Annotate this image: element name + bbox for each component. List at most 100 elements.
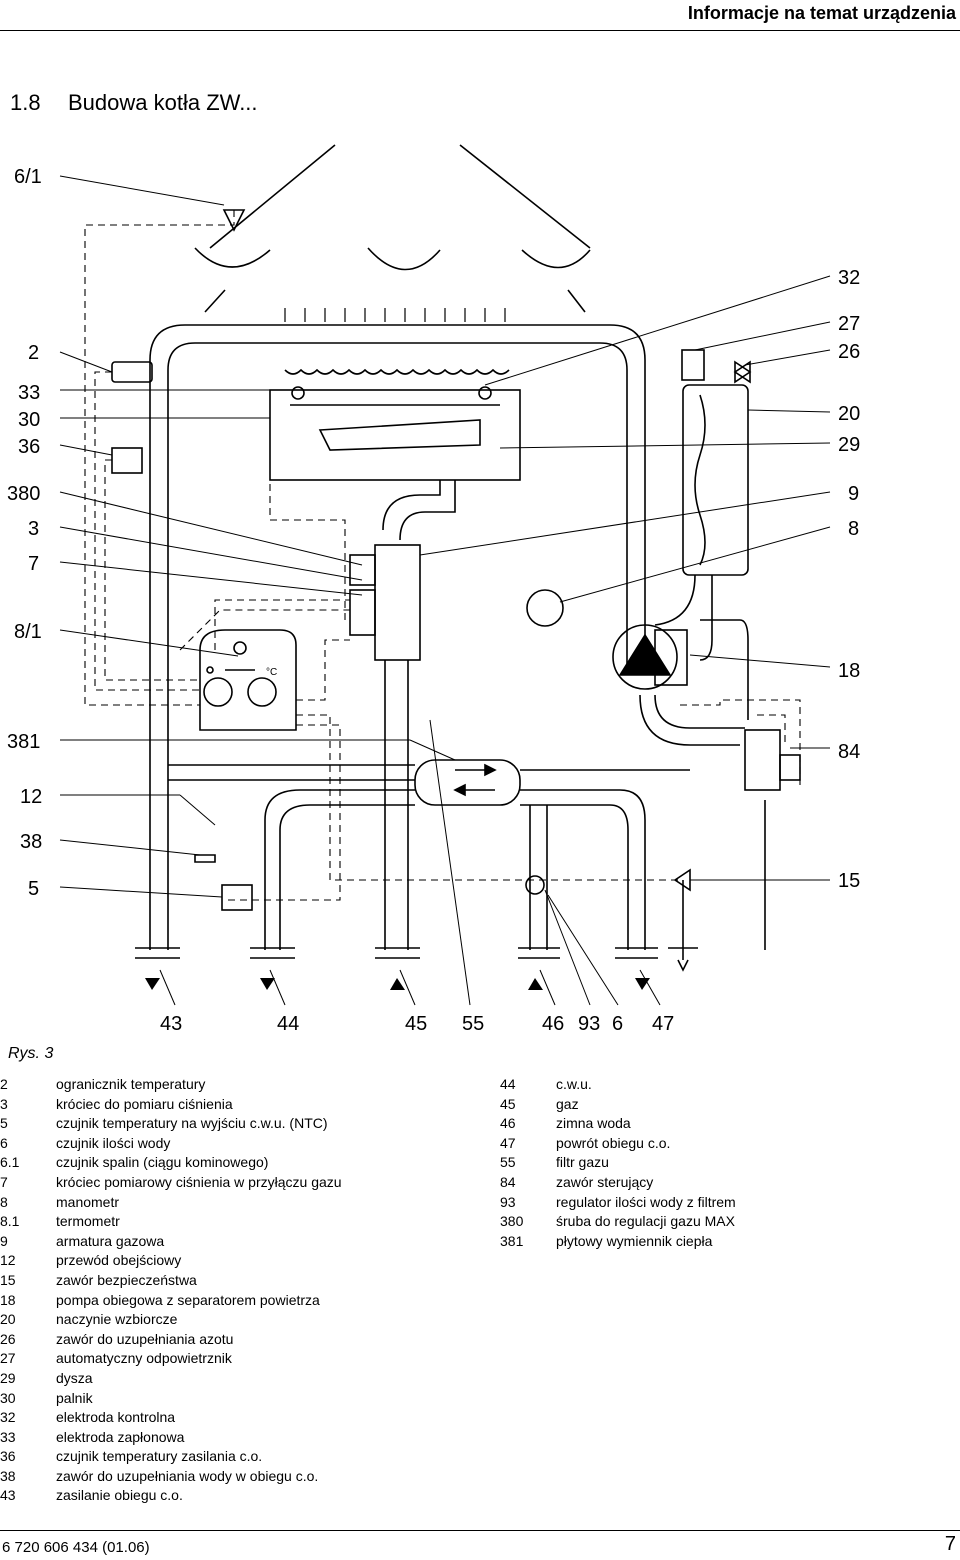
legend-code: 47 xyxy=(500,1134,516,1151)
legend-code: 18 xyxy=(0,1291,16,1308)
legend-row: 26 zawór do uzupełniania azotu xyxy=(0,1330,342,1350)
legend-code: 7 xyxy=(0,1173,8,1190)
legend-row: 7 króciec pomiarowy ciśnienia w przyłączu… xyxy=(0,1173,342,1193)
legend-code: 9 xyxy=(0,1232,8,1249)
leader-lines xyxy=(59,175,831,1006)
legend-text: przewód obejściowy xyxy=(56,1252,182,1269)
pump-18 xyxy=(612,624,678,690)
wiring xyxy=(84,210,801,901)
legend-text: króciec do pomiaru ciśnienia xyxy=(56,1095,233,1112)
doc-number: 6 720 606 434 (01.06) xyxy=(2,1539,150,1556)
legend-text: płytowy wymiennik ciepła xyxy=(556,1232,713,1249)
section-number: 1.8 xyxy=(10,90,41,115)
callout-9: 9 xyxy=(848,483,859,505)
callout-8: 8 xyxy=(848,518,859,540)
legend-code: 26 xyxy=(0,1330,16,1347)
burner-bar xyxy=(318,419,481,451)
legend-code: 36 xyxy=(0,1448,16,1465)
flow-sensor-36 xyxy=(111,447,143,474)
legend-code: 44 xyxy=(500,1076,516,1092)
nitrogen-valve-26 xyxy=(733,360,752,384)
legend-code: 3 xyxy=(0,1095,8,1112)
control-valve-84 xyxy=(744,729,781,791)
callout-3: 3 xyxy=(28,518,39,540)
figure-caption: Rys. 3 xyxy=(8,1045,54,1062)
legend-code: 12 xyxy=(0,1252,16,1269)
flue-hood-left xyxy=(194,247,271,268)
plate-heat-exchanger-381 xyxy=(414,759,521,806)
flue-hood-center xyxy=(367,247,441,271)
legend-text: zawór do uzupełniania azotu xyxy=(56,1330,234,1347)
legend-text: zimna woda xyxy=(556,1115,631,1132)
legend-text: gaz xyxy=(556,1095,579,1112)
page-number: 7 xyxy=(944,1533,956,1555)
legend-text: filtr gazu xyxy=(556,1154,609,1171)
legend-text: elektroda zapłonowa xyxy=(56,1428,185,1445)
legend-code: 20 xyxy=(0,1311,16,1328)
legend-code: 55 xyxy=(500,1154,516,1171)
legend-code: 27 xyxy=(0,1350,16,1367)
panel-unit-label: °C xyxy=(266,667,277,678)
callout-20: 20 xyxy=(838,403,860,425)
legend-text: czujnik ilości wody xyxy=(56,1134,171,1151)
legend-code: 8.1 xyxy=(0,1213,20,1230)
callout-93: 93 xyxy=(578,1013,600,1035)
burner xyxy=(269,389,521,481)
section-title: Budowa kotła ZW... xyxy=(68,90,258,115)
legend-row: 3 króciec do pomiaru ciśnienia xyxy=(0,1095,342,1115)
callout-45: 45 xyxy=(405,1013,427,1035)
legend-text: króciec pomiarowy ciśnienia w przyłączu … xyxy=(56,1173,342,1190)
callout-15: 15 xyxy=(838,870,860,892)
temp-limiter-2 xyxy=(111,361,153,383)
callout-32: 32 xyxy=(838,267,860,289)
legend-text: zawór sterujący xyxy=(556,1173,654,1190)
flue-hood-right xyxy=(521,249,591,269)
legend-row: 44 c.w.u. xyxy=(500,1075,736,1095)
callout-30: 30 xyxy=(18,409,40,431)
legend-text: dysza xyxy=(56,1369,93,1386)
callout-5: 5 xyxy=(28,878,39,900)
legend-code: 93 xyxy=(500,1193,516,1210)
electrode-33 xyxy=(291,386,305,400)
callout-380: 380 xyxy=(7,483,40,505)
legend-text: regulator ilości wody z filtrem xyxy=(556,1193,736,1210)
legend-text: c.w.u. xyxy=(556,1076,592,1092)
legend-text: zawór bezpieczeństwa xyxy=(56,1271,197,1288)
legend-code: 32 xyxy=(0,1409,16,1426)
callout-6-1: 6/1 xyxy=(14,166,42,188)
legend-row: 8.1 termometr xyxy=(0,1212,342,1232)
fill-valve-38 xyxy=(194,854,216,863)
callout-6: 6 xyxy=(612,1013,623,1035)
legend-code: 30 xyxy=(0,1389,16,1406)
callout-18: 18 xyxy=(838,660,860,682)
legend-text: czujnik spalin (ciągu kominowego) xyxy=(56,1154,269,1171)
legend-code: 5 xyxy=(0,1115,8,1132)
legend-row: 93 regulator ilości wody z filtrem xyxy=(500,1193,736,1213)
legend-text: zasilanie obiegu c.o. xyxy=(56,1487,183,1504)
flow-arrows xyxy=(145,978,650,990)
callout-38: 38 xyxy=(20,831,42,853)
legend-row: 29 dysza xyxy=(0,1369,342,1389)
legend-code: 29 xyxy=(0,1369,16,1386)
callout-7: 7 xyxy=(28,553,39,575)
header-title: Informacje na temat urządzenia xyxy=(687,3,956,23)
page-header: Informacje na temat urządzenia xyxy=(0,0,960,31)
callout-2: 2 xyxy=(28,342,39,364)
legend-text: termometr xyxy=(56,1213,120,1230)
